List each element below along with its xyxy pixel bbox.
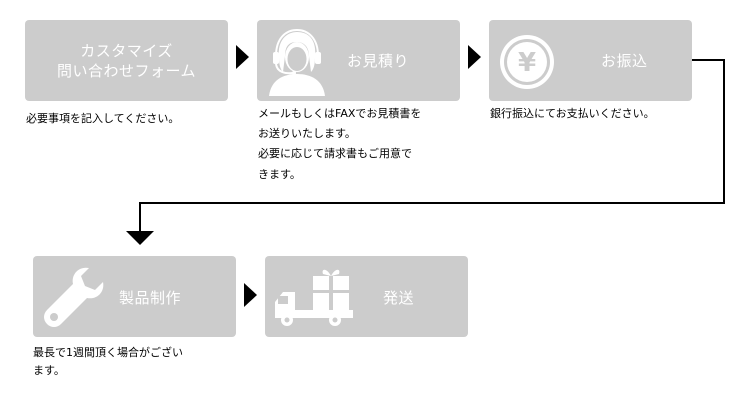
delivery-truck-icon bbox=[275, 269, 353, 326]
step-inquiry-label-line2: 問い合わせフォーム bbox=[56, 61, 197, 80]
step-production: 製品制作 bbox=[33, 256, 236, 337]
step-payment-label: お振込 bbox=[601, 52, 648, 70]
step-production-description-line2: ます。 bbox=[33, 364, 65, 377]
step-estimate-label: お見積り bbox=[347, 52, 410, 70]
flow-arrow-right-icon bbox=[236, 45, 249, 69]
flow-arrow-right-icon bbox=[468, 45, 481, 69]
step-estimate-description-line1: メールもしくはFAXでお見積書を bbox=[258, 107, 422, 120]
flow-connector-line bbox=[139, 202, 141, 232]
step-inquiry-label-line1: カスタマイズ bbox=[80, 41, 173, 60]
step-payment: ¥ お振込 bbox=[489, 20, 692, 101]
step-production-description-line1: 最長で1週間頂く場合がござい bbox=[33, 346, 183, 359]
step-production-label: 製品制作 bbox=[119, 289, 182, 307]
flow-connector-line bbox=[723, 59, 725, 204]
svg-text:¥: ¥ bbox=[518, 48, 536, 78]
step-inquiry-form: カスタマイズ 問い合わせフォーム bbox=[25, 20, 228, 101]
flow-arrow-down-icon bbox=[126, 231, 154, 245]
step-shipping-label: 発送 bbox=[383, 289, 415, 307]
flow-connector-line bbox=[692, 59, 725, 61]
step-shipping: 発送 bbox=[265, 256, 468, 337]
step-estimate-description-line3: 必要に応じて請求書もご用意で bbox=[258, 147, 412, 160]
operator-headset-icon bbox=[269, 28, 325, 96]
step-inquiry-description: 必要事項を記入してください。 bbox=[26, 112, 180, 125]
yen-icon: ¥ bbox=[500, 35, 554, 89]
step-estimate: お見積り bbox=[257, 20, 460, 101]
flow-arrow-right-icon bbox=[244, 283, 257, 307]
step-estimate-description-line4: きます。 bbox=[258, 168, 301, 181]
step-estimate-description-line2: お送りいたします。 bbox=[258, 127, 356, 140]
wrench-icon bbox=[44, 267, 104, 327]
flow-connector-line bbox=[139, 202, 725, 204]
step-payment-description: 銀行振込にてお支払いください。 bbox=[490, 107, 655, 120]
